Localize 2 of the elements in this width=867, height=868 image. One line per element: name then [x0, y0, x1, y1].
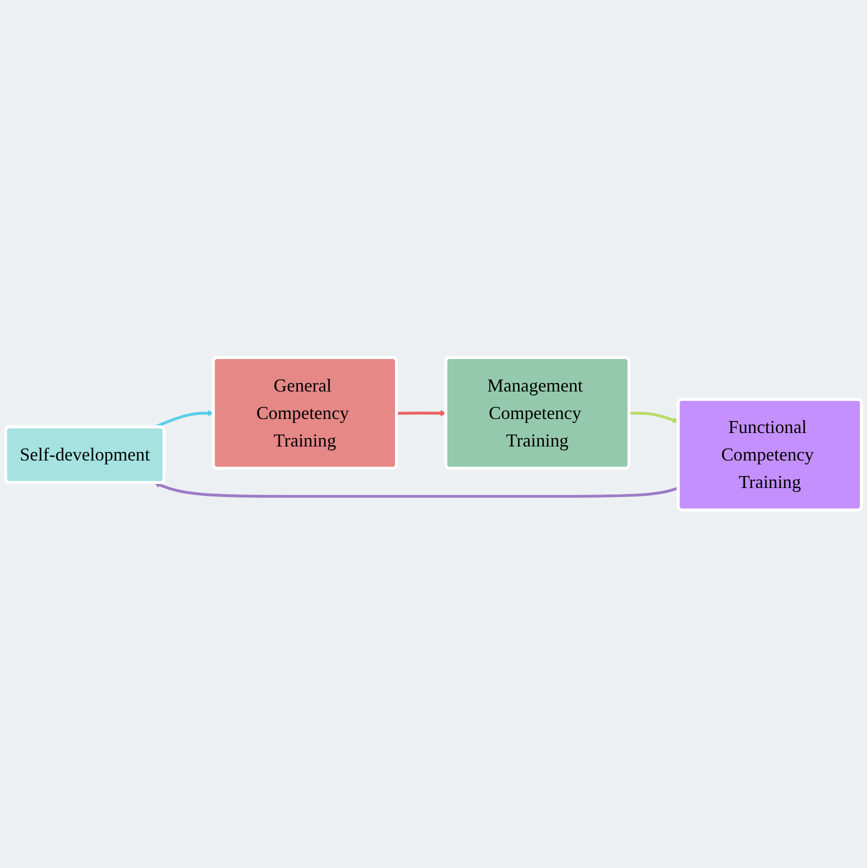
arrow [396, 410, 446, 416]
arrow [629, 412, 679, 424]
